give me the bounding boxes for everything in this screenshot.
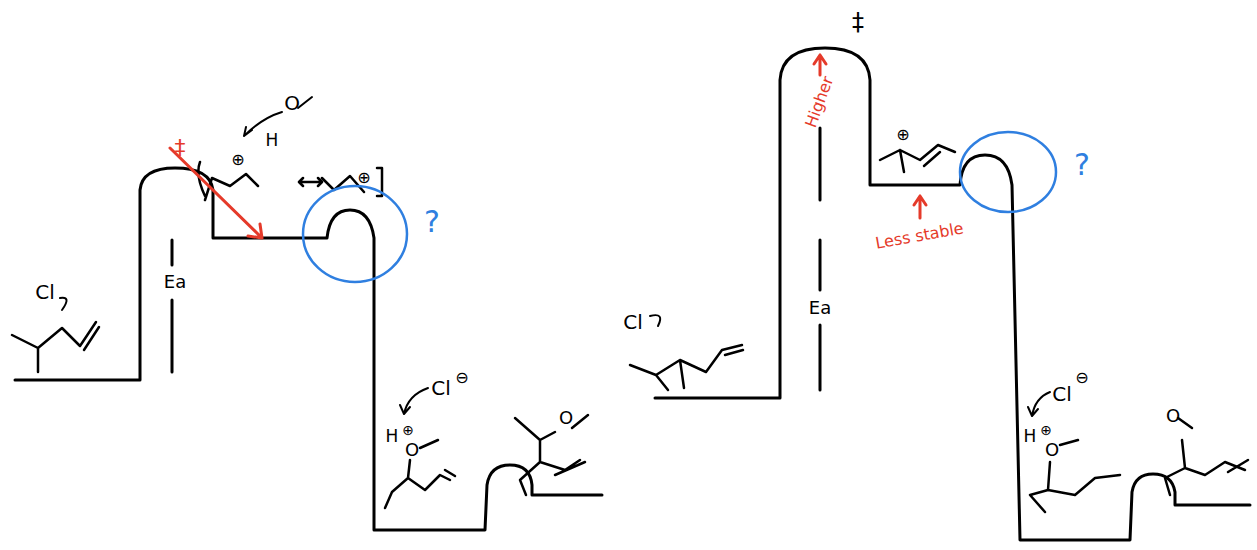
diagram-label: ⊖ — [1075, 370, 1088, 386]
diagram-label: ⊖ — [455, 370, 468, 386]
diagram-label: O — [559, 409, 573, 427]
diagram-label: O — [1045, 441, 1059, 459]
diagram-label: ⊕ — [896, 127, 909, 143]
diagram-label: ⊕ — [231, 152, 244, 168]
diagram-label: Cl — [1052, 384, 1072, 404]
attack-arrow — [400, 388, 428, 414]
bond-arrow — [60, 298, 67, 310]
diagram-label: Higher — [803, 74, 836, 129]
attack-arrow — [1028, 392, 1050, 416]
annotation-arrow — [814, 55, 826, 75]
diagram-label: O — [1166, 407, 1180, 425]
annotation-arrow — [170, 148, 262, 238]
diagram-label: ‡ — [852, 10, 864, 34]
molecule — [515, 415, 588, 495]
diagram-label: O — [284, 93, 300, 113]
diagram-label: ? — [424, 207, 440, 237]
bond-arrow — [650, 315, 660, 326]
molecule — [198, 162, 382, 200]
ea-line — [171, 240, 174, 372]
diagram-label: ⊕ — [1040, 423, 1052, 437]
diagram-label: ‡ — [175, 137, 186, 159]
diagram-label: ? — [1074, 150, 1090, 180]
molecule — [1165, 418, 1248, 495]
diagram-label: H — [1024, 428, 1037, 445]
molecule — [385, 440, 455, 508]
diagram-label: Ea — [809, 299, 831, 317]
energy-curve — [15, 168, 602, 530]
highlight-circle — [960, 132, 1056, 212]
energy-curve — [655, 48, 1250, 540]
diagram-label: ⊕ — [402, 423, 414, 437]
diagram-label: H — [266, 132, 279, 149]
diagram-label: Cl — [35, 282, 55, 302]
diagram-label: Cl — [431, 378, 451, 398]
molecule — [12, 322, 99, 372]
diagram-label: O — [405, 441, 419, 459]
ea-arrow — [819, 128, 822, 200]
diagram-label: Ea — [164, 273, 186, 291]
molecule — [630, 345, 743, 390]
diagram-label: H — [386, 428, 399, 445]
diagram-label: ⊕ — [357, 170, 370, 186]
bond — [298, 97, 312, 108]
molecule — [880, 145, 955, 172]
annotation-arrow — [914, 196, 926, 218]
highlight-circle — [303, 186, 407, 282]
diagram-label: Cl — [623, 312, 643, 332]
molecule — [1030, 440, 1120, 512]
diagram-label: Less stable — [875, 220, 966, 251]
